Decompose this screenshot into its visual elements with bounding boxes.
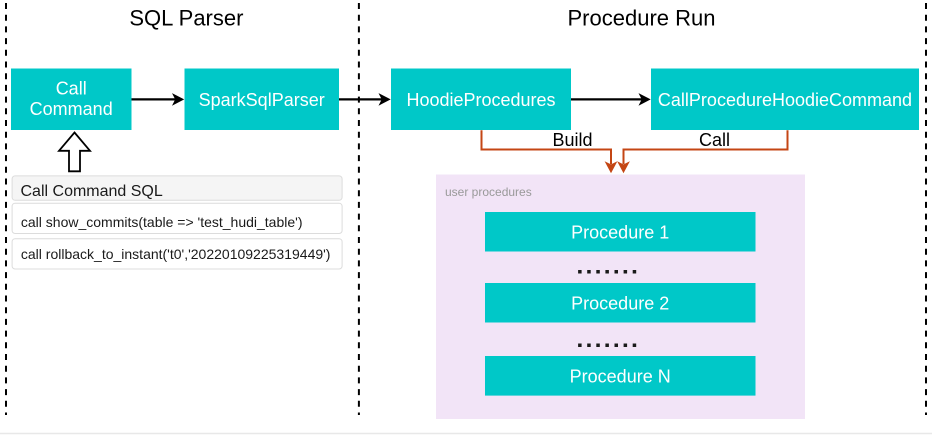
svg-text:user procedures: user procedures [445,185,532,199]
svg-text:call rollback_to_instant('t0',: call rollback_to_instant('t0','202201092… [21,246,331,262]
svg-text:Build: Build [552,130,592,150]
svg-text:CallProcedureHoodieCommand: CallProcedureHoodieCommand [658,90,912,110]
svg-text:Procedure 1: Procedure 1 [571,222,669,242]
svg-text:Procedure 2: Procedure 2 [571,293,669,313]
svg-text:HoodieProcedures: HoodieProcedures [406,90,555,110]
svg-text:Call: Call [699,130,730,150]
svg-text:Command: Command [30,99,113,119]
svg-text:Procedure N: Procedure N [570,366,671,386]
svg-text:Procedure Run: Procedure Run [568,5,716,30]
svg-text:call show_commits(table => 'te: call show_commits(table => 'test_hudi_ta… [21,214,303,230]
svg-text:Call Command SQL: Call Command SQL [21,183,163,200]
svg-text:Call: Call [56,78,87,98]
svg-text:SQL Parser: SQL Parser [129,5,243,30]
svg-text:SparkSqlParser: SparkSqlParser [199,90,325,110]
